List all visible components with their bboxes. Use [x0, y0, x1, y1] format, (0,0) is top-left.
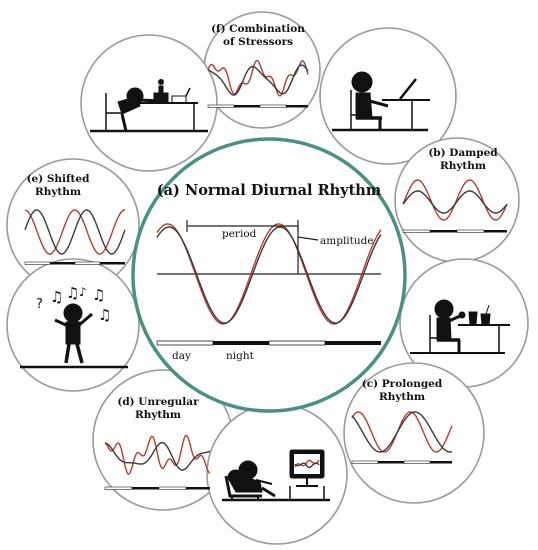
day-bar-2	[268, 340, 326, 346]
bubble-e-curve-red	[24, 209, 126, 255]
svg-text:?: ?	[36, 297, 43, 312]
amplitude-label: amplitude	[320, 235, 374, 247]
bubble-d-night-bar	[132, 487, 159, 490]
bubble-f-curve-black	[207, 64, 309, 96]
bubble-d-content: (d) Unregular Rhythm	[104, 396, 211, 490]
bubble-e-day-bar	[24, 261, 51, 265]
bubble-c-title-2: Rhythm	[379, 391, 425, 403]
svg-text:♫: ♫	[50, 288, 63, 306]
center-title: (a) Normal Diurnal Rhythm	[157, 182, 382, 199]
bubble-c-content: (c) Prolonged Rhythm	[351, 378, 453, 464]
night-bar-1	[213, 341, 269, 345]
bubble-f-content: (f) Combination of Stressors	[207, 23, 309, 108]
bubble-d-night-bar-2	[186, 487, 210, 490]
bubble-d-title-1: (d) Unregular	[117, 396, 199, 408]
bubble-c-day-bar-2	[403, 460, 431, 464]
person-sleeping-at-desk-icon	[90, 79, 208, 133]
bubble-c-night-bar	[378, 461, 404, 464]
center-bubble	[131, 137, 407, 413]
svg-text:♫: ♫	[98, 306, 111, 324]
period-label: period	[222, 228, 257, 240]
bubble-e-title-1: (e) Shifted	[27, 173, 91, 185]
music-notes-icon: ? ♫ ♫ ♪ ♫ ♫	[36, 284, 111, 324]
bubble-f-curve-red	[207, 59, 309, 97]
bubble-b-content: (b) Damped Rhythm	[402, 147, 508, 233]
bubble-f-title-2: of Stressors	[223, 36, 293, 48]
day-bar-1	[156, 340, 214, 346]
bubble-e-day-bar-2	[74, 261, 101, 265]
bubble-f-title-1: (f) Combination	[211, 23, 305, 35]
bubble-e-night-bar-2	[100, 262, 125, 265]
night-bar-2	[325, 341, 381, 345]
bubble-b-night-bar	[430, 230, 457, 233]
center-chart: (a) Normal Diurnal Rhythm period amplitu…	[156, 182, 382, 362]
bubble-f-night-bar-2	[286, 105, 308, 108]
bubble-d-title-2: Rhythm	[135, 409, 181, 421]
bubble-d-curve-red	[104, 434, 211, 475]
bubble-b-title-2: Rhythm	[440, 160, 486, 172]
bubble-c-night-bar-2	[430, 461, 452, 464]
bubble-c-curve-red	[351, 411, 453, 453]
bubble-b-title-1: (b) Damped	[428, 147, 498, 159]
bubble-b-night-bar-2	[484, 230, 507, 233]
bubble-f-day-bar-2	[259, 104, 287, 108]
bubble-e-curve-black	[24, 209, 126, 255]
night-label: night	[226, 350, 255, 362]
bubble-b-curve-black	[402, 190, 508, 214]
bubble-c	[343, 362, 485, 504]
bubble-f-day-bar	[207, 104, 235, 108]
day-label: day	[172, 350, 191, 362]
svg-text:♫: ♫	[92, 286, 105, 304]
bubble-f-night-bar	[234, 105, 260, 108]
bubble-d-day-bar-2	[158, 486, 187, 490]
svg-text:♪: ♪	[79, 285, 87, 299]
bubble-c-title-1: (c) Prolonged	[362, 378, 443, 390]
bubble-gaming	[206, 403, 348, 545]
person-gaming-icon	[222, 449, 330, 502]
bubble-c-day-bar	[351, 460, 379, 464]
bubble-d-day-bar	[104, 486, 133, 490]
bubble-e-content: (e) Shifted Rhythm	[24, 173, 126, 265]
bubble-c-curve-black	[351, 411, 453, 453]
bubble-d-curve-black	[104, 441, 211, 471]
person-eating-icon	[410, 299, 510, 354]
amplitude-pointer	[297, 236, 319, 241]
bubble-e-night-bar	[50, 262, 75, 265]
bubble-e-title-2: Rhythm	[35, 186, 81, 198]
svg-text:♫: ♫	[66, 284, 79, 302]
bubble-b-day-bar	[402, 229, 431, 233]
person-at-desk-icon	[332, 71, 430, 132]
person-dancing-icon	[20, 303, 128, 369]
bubble-b-day-bar-2	[456, 229, 485, 233]
center-curve-black	[156, 226, 382, 324]
